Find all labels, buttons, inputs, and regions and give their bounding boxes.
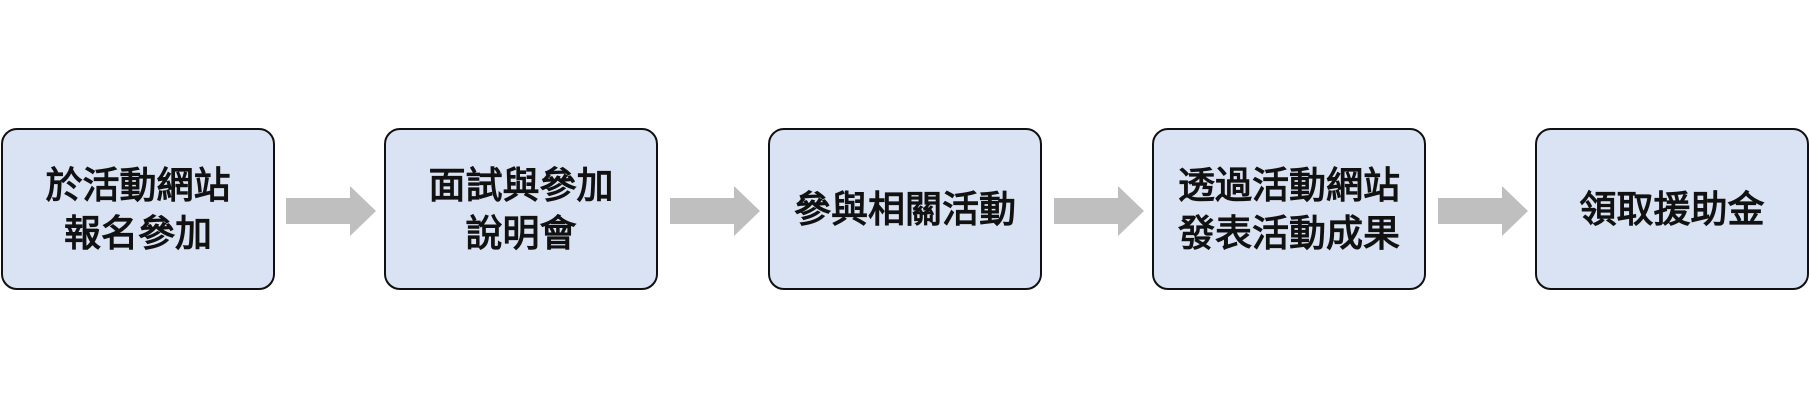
step-label: 面試與參加 說明會: [428, 163, 614, 255]
step-label: 領取援助金: [1579, 187, 1765, 231]
step-receive-grant: 領取援助金: [1535, 128, 1809, 290]
arrow-right-icon: [1054, 186, 1144, 236]
arrow-right-icon: [286, 186, 376, 236]
step-label: 參與相關活動: [794, 187, 1016, 231]
process-flow: 於活動網站 報名參加 面試與參加 說明會 參與相關活動 透過活動網站 發表活動成…: [0, 128, 1811, 294]
step-register: 於活動網站 報名參加: [1, 128, 275, 290]
step-participate: 參與相關活動: [768, 128, 1042, 290]
step-publish-results: 透過活動網站 發表活動成果: [1152, 128, 1426, 290]
arrow-shape: [670, 186, 760, 236]
arrow-right-icon: [670, 186, 760, 236]
arrow-right-icon: [1438, 186, 1528, 236]
step-interview: 面試與參加 說明會: [384, 128, 658, 290]
arrow-shape: [1054, 186, 1144, 236]
arrow-shape: [286, 186, 376, 236]
step-label: 透過活動網站 發表活動成果: [1178, 163, 1400, 255]
arrow-shape: [1438, 186, 1528, 236]
step-label: 於活動網站 報名參加: [45, 163, 231, 255]
